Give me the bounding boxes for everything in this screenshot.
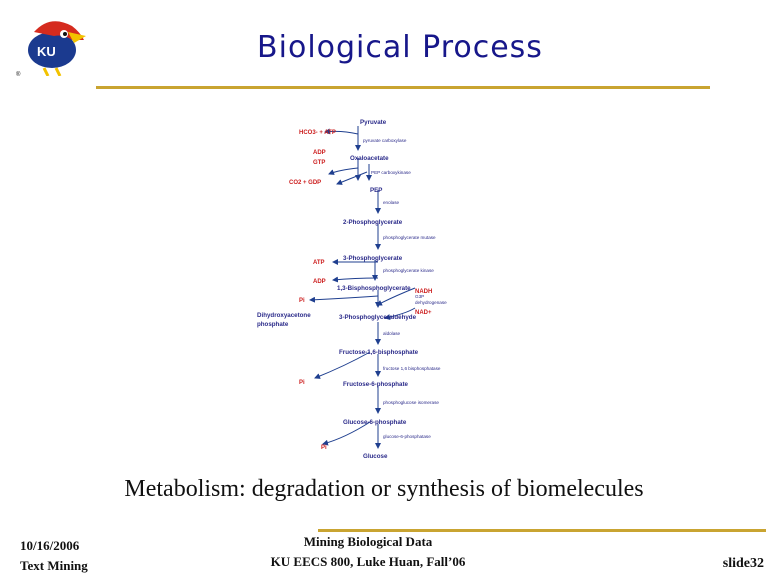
slide-caption: Metabolism: degradation or synthesis of …	[124, 476, 644, 502]
footer-divider	[318, 529, 766, 532]
metabolite-label: 3-Phosphoglyceraldehyde	[339, 314, 417, 321]
metabolite-label: Oxaloacetate	[350, 155, 389, 162]
cofactor-label: ADP	[313, 150, 326, 156]
svg-text:®: ®	[16, 71, 21, 76]
metabolite-label: 3-Phosphoglycerate	[343, 255, 403, 262]
metabolite-label: Fructose-6-phosphate	[343, 381, 409, 388]
slide-title: Biological Process	[257, 30, 543, 65]
metabolite-label: PEP	[370, 187, 382, 194]
metabolite-label: Dihydroxyacetone	[257, 312, 311, 319]
enzyme-label: G3P	[415, 294, 424, 299]
cofactor-label: ATP	[313, 260, 325, 266]
footer-topic: Text Mining	[20, 558, 88, 573]
metabolite-label: phosphate	[257, 321, 289, 328]
metabolite-label: 2-Phosphoglycerate	[343, 219, 403, 226]
enzyme-label: dehydrogenase	[415, 300, 447, 305]
metabolite-label: Glucose	[363, 453, 388, 460]
cofactor-label: Pi	[299, 380, 305, 386]
enzyme-label: aldolase	[383, 331, 401, 336]
enzyme-label: enolase	[383, 200, 400, 205]
enzyme-label: phosphoglucose isomerase	[383, 400, 439, 405]
footer-center: Mining Biological Data KU EECS 800, Luke…	[248, 532, 488, 572]
enzyme-label: phosphoglycerate mutase	[383, 235, 436, 240]
slide-number: slide32	[722, 556, 764, 571]
metabolite-label: Pyruvate	[360, 119, 387, 126]
footer-left: 10/16/2006 Text Mining	[20, 536, 88, 576]
cofactor-label: NAD+	[415, 310, 432, 316]
ku-jayhawk-logo: KU ®	[16, 21, 86, 76]
cofactor-label: Pi	[321, 445, 327, 451]
footer-date: 10/16/2006	[20, 538, 80, 553]
cofactor-label: ADP	[313, 279, 326, 285]
metabolite-label: Fructose-1,6-bisphosphate	[339, 349, 419, 356]
enzyme-label: glucose-6-phosphatase	[383, 434, 431, 439]
cofactor-label: NADH	[415, 289, 432, 295]
svg-text:KU: KU	[37, 44, 56, 59]
footer-course-info: KU EECS 800, Luke Huan, Fall’06	[270, 554, 466, 569]
cofactor-label: Pi	[299, 298, 305, 304]
cofactor-label: HCO3- + ATP	[299, 130, 336, 136]
enzyme-label: PEP carboxykinase	[371, 170, 411, 175]
enzyme-label: pyruvate carboxylase	[363, 138, 407, 143]
metabolite-label: Glucose-6-phosphate	[343, 419, 407, 426]
cofactor-label: GTP	[313, 160, 325, 166]
title-divider	[96, 86, 710, 89]
cofactor-label: CO2 + GDP	[289, 180, 321, 186]
footer-course-title: Mining Biological Data	[303, 534, 433, 549]
enzyme-label: phosphoglycerate kinase	[383, 268, 434, 273]
gluconeogenesis-diagram: Pyruvate Oxaloacetate PEP 2-Phosphoglyce…	[257, 119, 447, 460]
enzyme-label: fructose 1,6 bisphosphatase	[383, 366, 441, 371]
metabolite-label: 1,3-Bisphosphoglycerate	[337, 285, 411, 292]
